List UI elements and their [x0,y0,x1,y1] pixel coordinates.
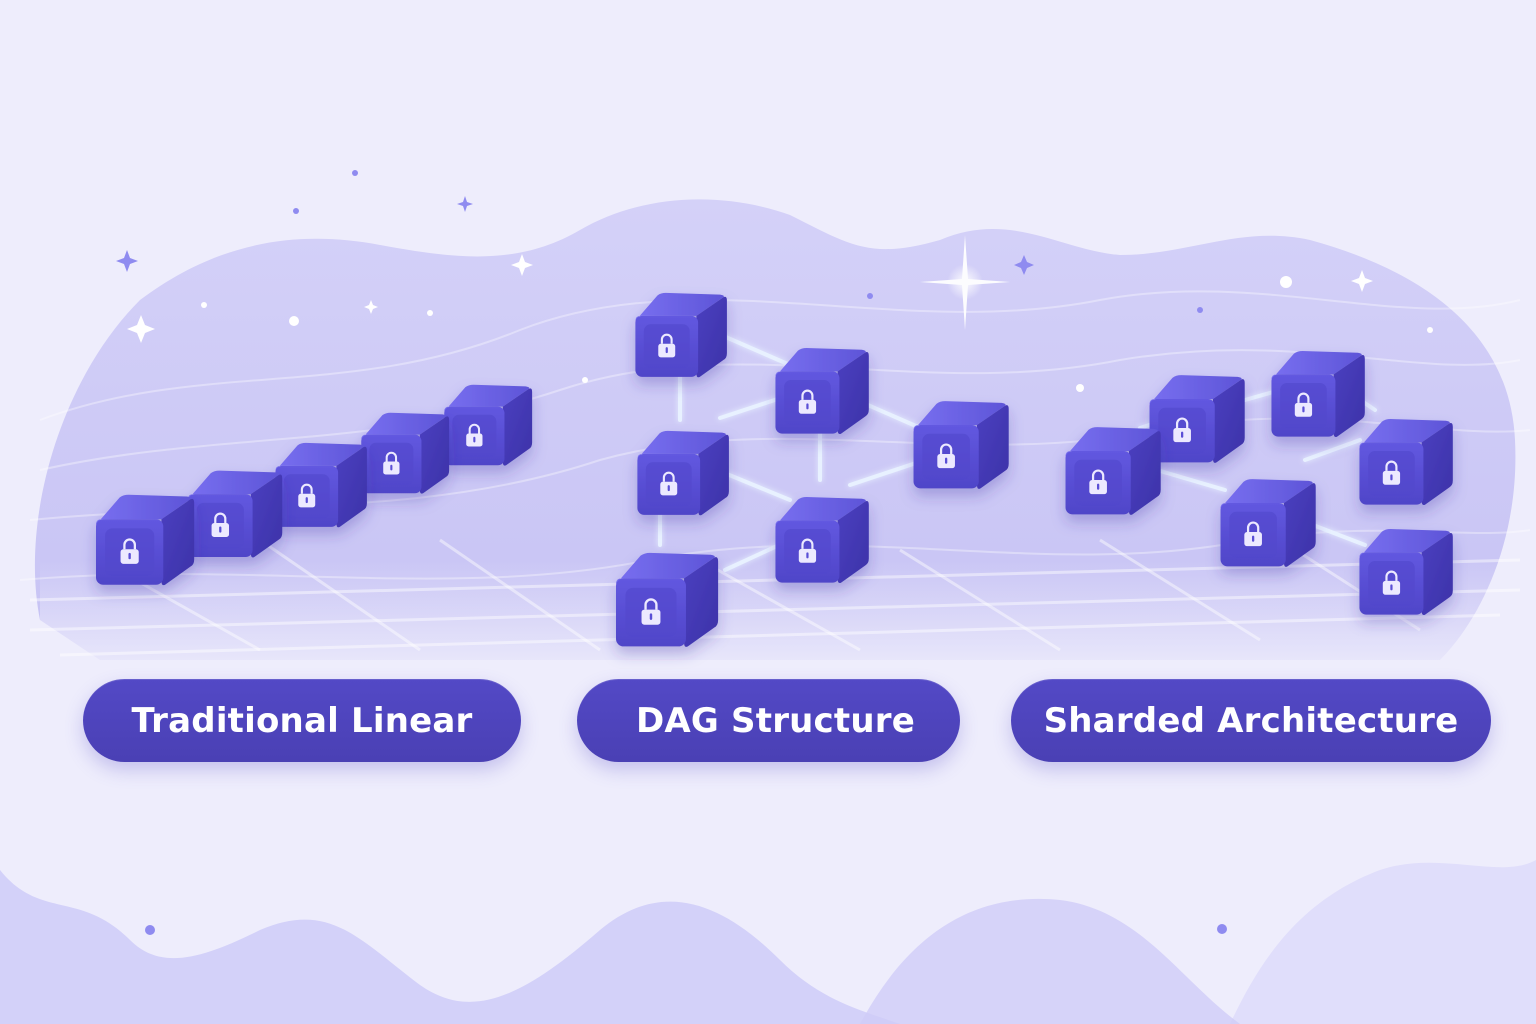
label-text: DAG Structure [635,700,916,741]
section-sharded-blocks [1065,351,1453,616]
label-text: Traditional Linear [131,700,473,741]
label-sharded-architecture: Sharded Architecture [1011,679,1491,762]
block-shard-4 [1359,419,1453,506]
label-dag-structure: DAG Structure [577,679,960,762]
block-shard-2 [1149,375,1245,463]
block-shard-5 [1220,479,1316,567]
block-shard-1 [1065,427,1161,515]
block-linear-2 [188,470,283,558]
bottom-wave [0,870,900,1024]
section-linear-blocks [96,384,533,586]
grid-floor [29,538,1521,657]
block-dag-4 [637,430,729,516]
block-dag-3 [913,401,1009,489]
background-blob [34,199,1516,660]
sparkles [127,254,1433,503]
block-linear-4 [361,412,450,494]
block-shard-3 [1271,351,1365,438]
section-dag-blocks [616,292,1009,647]
block-dag-5 [775,497,869,584]
block-linear-1 [96,494,195,586]
block-dag-6 [616,552,719,647]
block-shard-6 [1359,529,1453,616]
label-text: Sharded Architecture [1043,700,1459,741]
block-linear-5 [444,384,533,466]
block-dag-1 [635,292,727,378]
glow-star [920,235,1010,330]
block-dag-2 [775,348,869,435]
label-traditional-linear: Traditional Linear [83,679,521,762]
block-linear-3 [275,442,367,528]
accent-sparkles [116,170,1227,935]
